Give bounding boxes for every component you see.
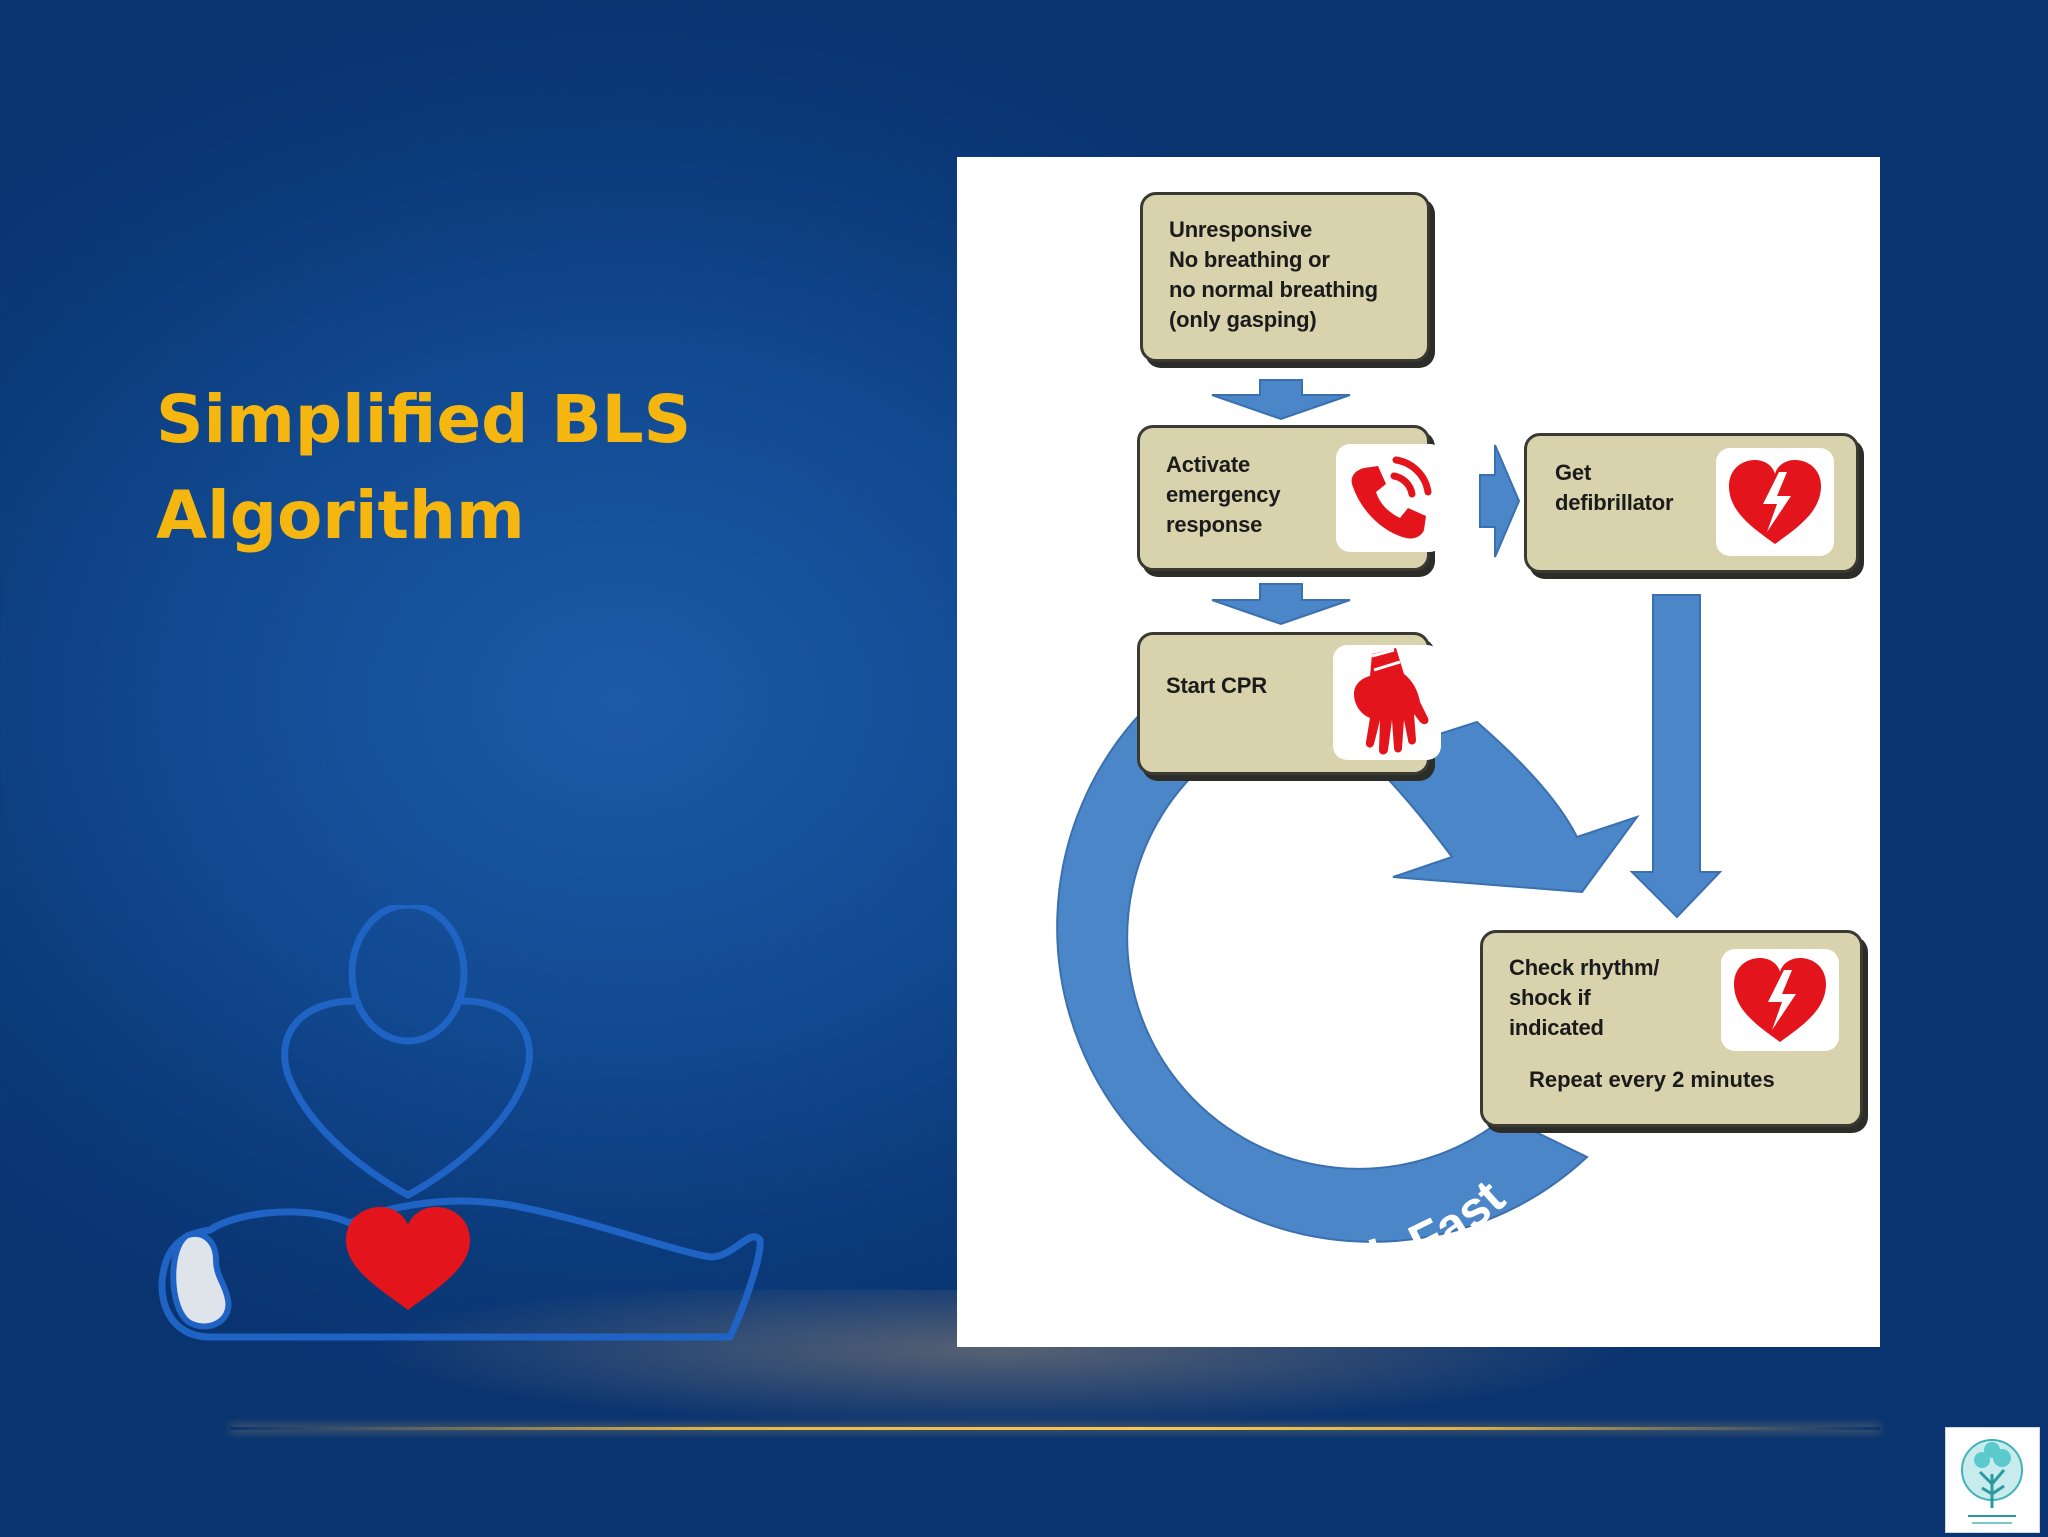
step-unresponsive: Unresponsive No breathing or no normal b…	[1140, 192, 1430, 362]
cpr-cycle-arrow	[1365, 720, 1640, 894]
cpr-hands-tile	[1333, 645, 1441, 760]
arrow-down-2	[1211, 583, 1351, 626]
defibrillator-tile	[1716, 448, 1834, 556]
defibrillator-heart-icon	[1734, 958, 1826, 1042]
defibrillator-heart-icon	[1729, 460, 1821, 544]
bls-diagram-panel: Push Hard • Push Fast Unresponsive No br…	[957, 157, 1880, 1347]
tree-logo-icon	[1961, 1439, 2023, 1524]
step-start-cpr-text: Start CPR	[1166, 673, 1267, 698]
step-start-cpr: Start CPR	[1137, 632, 1441, 775]
arrow-right-1	[1479, 444, 1521, 558]
cpr-cycle-ring	[1056, 695, 1589, 1243]
cpr-figure-icon	[158, 905, 764, 1341]
step-activate-text: Activate emergency response	[1166, 452, 1281, 537]
patient-head	[170, 1230, 232, 1330]
arrow-down-long	[1629, 594, 1723, 919]
step-get-defibrillator-text: Get defibrillator	[1555, 460, 1674, 515]
organization-logo	[1945, 1427, 2040, 1533]
defibrillator-tile-2	[1721, 949, 1839, 1051]
arrow-down-1	[1211, 379, 1351, 421]
step-activate-emergency: Activate emergency response	[1137, 425, 1444, 571]
heart-icon	[346, 1207, 470, 1310]
cpr-hands-icon	[1354, 647, 1429, 754]
step-check-rhythm-text: Check rhythm/ shock if indicated	[1509, 955, 1660, 1040]
repeat-interval-text: Repeat every 2 minutes	[1529, 1067, 1775, 1092]
diagram-arrows: Push Hard • Push Fast	[1025, 379, 1723, 1296]
step-unresponsive-text: Unresponsive No breathing or no normal b…	[1169, 217, 1378, 332]
step-check-rhythm: Check rhythm/ shock if indicated Repeat …	[1480, 930, 1863, 1127]
step-get-defibrillator: Get defibrillator	[1524, 433, 1859, 573]
slide-title: Simplified BLS Algorithm	[156, 381, 692, 554]
phone-icon	[1351, 456, 1432, 539]
phone-tile	[1336, 444, 1444, 552]
gold-divider-line	[230, 1427, 1880, 1430]
